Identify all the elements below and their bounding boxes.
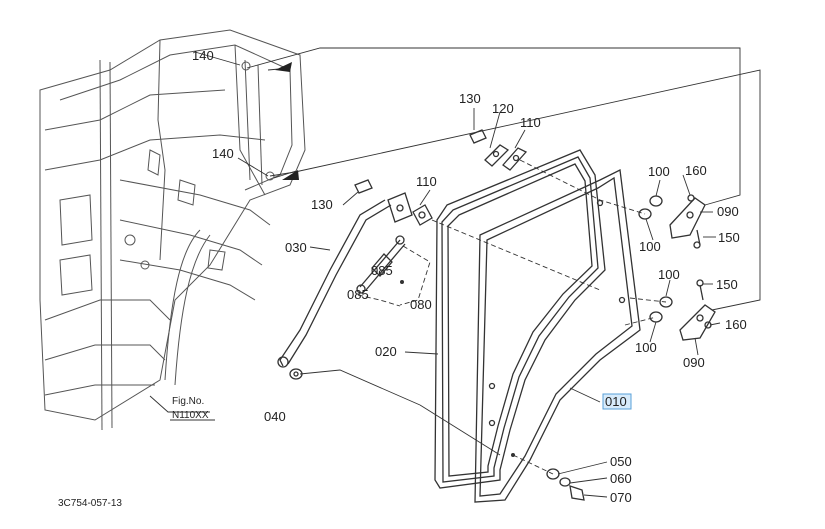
part-110-bracket-top[interactable] [469, 129, 528, 171]
callout-labels: 010 020 030 040 050 060 070 080 085 085 … [192, 48, 747, 505]
callout-160-upper[interactable]: 160 [685, 163, 707, 178]
callout-100-c[interactable]: 100 [658, 267, 680, 282]
highlight-box-010 [602, 393, 632, 410]
callout-130-top[interactable]: 130 [459, 91, 481, 106]
drawing-id: 3C754-057-13 [58, 498, 122, 509]
callout-140-mid[interactable]: 140 [212, 146, 234, 161]
callout-150-upper[interactable]: 150 [718, 230, 740, 245]
callout-085-lower[interactable]: 085 [347, 287, 369, 302]
callout-070[interactable]: 070 [610, 490, 632, 505]
part-090-hinge-upper[interactable] [669, 197, 706, 249]
callout-085-upper[interactable]: 085 [371, 263, 393, 278]
callout-150-lower[interactable]: 150 [716, 277, 738, 292]
callout-010[interactable]: 010 [605, 394, 627, 409]
callout-120[interactable]: 120 [492, 101, 514, 116]
part-010-glass[interactable] [474, 169, 641, 503]
callout-030[interactable]: 030 [285, 240, 307, 255]
callout-130-mid[interactable]: 130 [311, 197, 333, 212]
part-080-damper[interactable] [356, 235, 406, 294]
fig-box-line1: Fig.No. [172, 396, 204, 407]
part-020-seal[interactable] [434, 149, 606, 489]
callout-040[interactable]: 040 [264, 409, 286, 424]
part-110-bracket-mid[interactable] [354, 179, 433, 226]
callout-100-b[interactable]: 100 [639, 239, 661, 254]
callout-160-lower[interactable]: 160 [725, 317, 747, 332]
callout-090-upper[interactable]: 090 [717, 204, 739, 219]
callout-050[interactable]: 050 [610, 454, 632, 469]
callout-110-top[interactable]: 110 [520, 115, 541, 130]
callout-140-top[interactable]: 140 [192, 48, 214, 63]
fig-box-line2: N110XX [172, 410, 209, 421]
callout-080[interactable]: 080 [410, 297, 432, 312]
callout-090-lower[interactable]: 090 [683, 355, 705, 370]
callout-060[interactable]: 060 [610, 471, 632, 486]
fig-number-box: Fig.No. N110XX [170, 396, 215, 421]
cab-frame [39, 29, 306, 431]
part-100-washers[interactable] [638, 194, 695, 323]
callout-020[interactable]: 020 [375, 344, 397, 359]
part-090-hinge-lower[interactable] [679, 279, 716, 341]
leader-lines [149, 47, 761, 498]
callout-100-a[interactable]: 100 [648, 164, 670, 179]
part-030-stay[interactable] [277, 199, 392, 368]
callout-100-d[interactable]: 100 [635, 340, 657, 355]
callout-110-mid[interactable]: 110 [416, 174, 437, 189]
